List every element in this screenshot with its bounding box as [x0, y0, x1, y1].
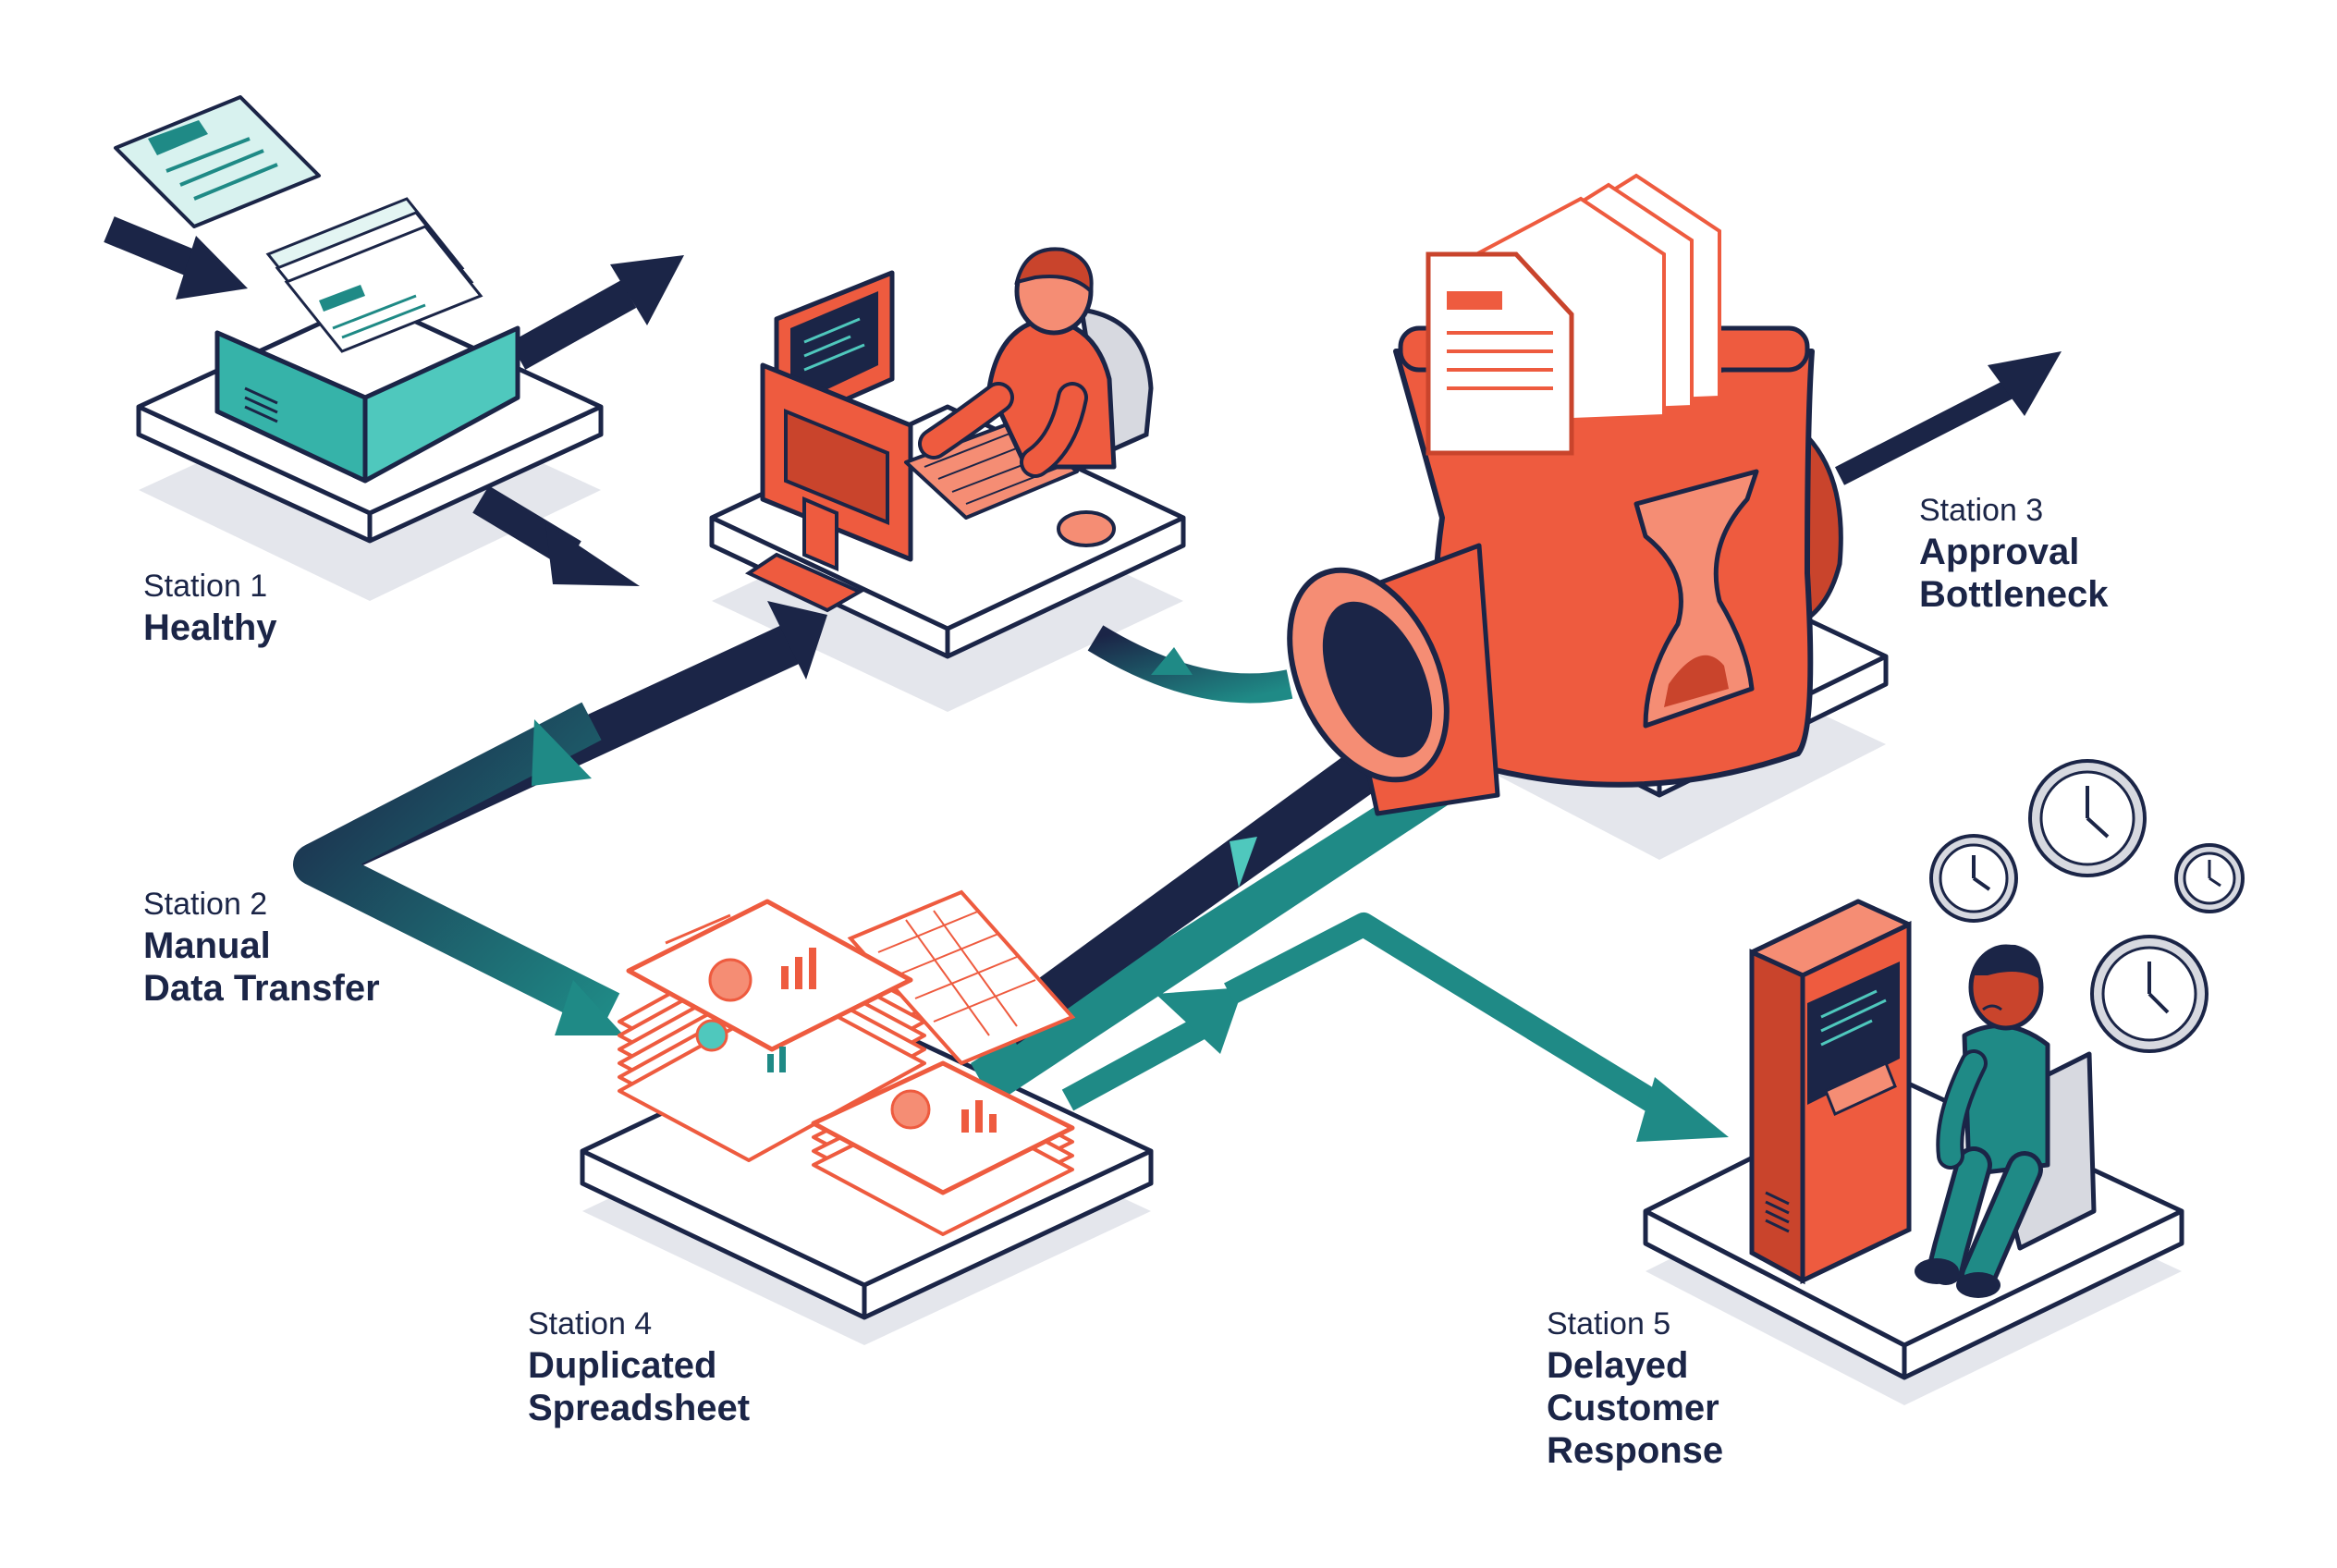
- station2-label: Station 2 Manual Data Transfer: [143, 884, 380, 1010]
- station3-number: Station 3: [1919, 493, 2044, 528]
- station1-label: Station 1 Healthy: [143, 566, 277, 649]
- station4-number: Station 4: [528, 1306, 653, 1341]
- hourglass-icon: [1633, 469, 1759, 729]
- arrow-station2-to-station3: [1087, 625, 1293, 704]
- arrow-loop-station2-station4: [293, 601, 827, 1035]
- station1-number: Station 1: [143, 569, 268, 604]
- kiosk-waiting-icon: [1749, 759, 2245, 1298]
- flow-arrows: [104, 216, 2062, 1142]
- hourglass-funnel-icon: [1287, 173, 1843, 816]
- station2-title: Manual Data Transfer: [143, 925, 380, 1009]
- chart-sheet-front-icon: [811, 1060, 1075, 1195]
- clock-icons: [1929, 759, 2245, 1053]
- inbox-tray-icon: [114, 95, 520, 484]
- clock-icon: [1929, 834, 2018, 923]
- intake-tube: [1287, 543, 1500, 816]
- station3-title: Approval Bottleneck: [1919, 532, 2109, 615]
- station5-label: Station 5 Delayed Customer Response: [1547, 1304, 1723, 1472]
- arrow-station4-to-station5: [1061, 913, 1729, 1142]
- grid-sheet-icon: [847, 889, 1076, 1066]
- station3-label: Station 3 Approval Bottleneck: [1919, 490, 2109, 616]
- arrow-station3-out: [1834, 351, 2062, 485]
- tray-documents-icon: [265, 197, 483, 353]
- floating-document-icon: [114, 95, 321, 228]
- station1-title: Healthy: [143, 607, 277, 648]
- station5-number: Station 5: [1547, 1306, 1671, 1341]
- platform-station5: [1643, 1079, 2184, 1405]
- clock-icon: [2028, 759, 2147, 877]
- arrow-station1-down: [472, 485, 640, 586]
- spreadsheet-stack-icon: [618, 889, 1076, 1236]
- clock-icon: [2090, 935, 2209, 1053]
- station5-title: Delayed Customer Response: [1547, 1345, 1724, 1471]
- atm-kiosk-icon: [1749, 899, 1912, 1285]
- clock-icon: [2174, 843, 2245, 913]
- worker-figure-icon: [918, 247, 1117, 478]
- pending-documents-icon: [1425, 173, 1721, 456]
- computer-workstation-icon: [744, 247, 1154, 613]
- station2-number: Station 2: [143, 887, 268, 922]
- arrow-incoming: [104, 216, 248, 300]
- chart-sheet-icon: [626, 899, 913, 1052]
- waiting-customer-icon: [1915, 944, 2050, 1298]
- arrow-station1-up: [509, 255, 684, 370]
- station4-title: Duplicated Spreadsheet: [528, 1345, 751, 1428]
- station4-label: Station 4 Duplicated Spreadsheet: [528, 1304, 750, 1429]
